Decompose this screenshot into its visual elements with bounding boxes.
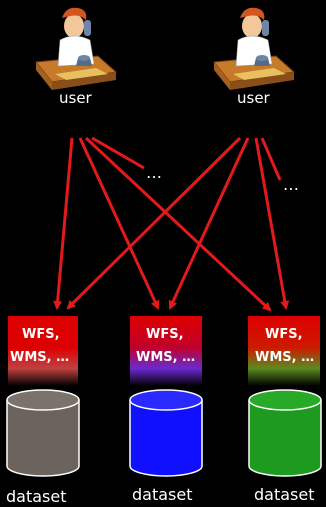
service-line1-3: WFS, xyxy=(265,327,303,342)
user-label-1: user xyxy=(59,89,93,107)
arrow-u1-d1 xyxy=(53,137,74,310)
ellipsis-1: … xyxy=(146,163,162,182)
connection-arrows xyxy=(53,136,290,312)
service-line2-1: WMS, … xyxy=(10,350,69,365)
arrow-u2-d3 xyxy=(254,137,290,310)
service-line1-2: WFS, xyxy=(146,327,184,342)
dataset-label-3: dataset xyxy=(254,485,315,504)
service-line2-3: WMS, … xyxy=(255,350,314,365)
arrow-u1-d2 xyxy=(78,137,160,310)
database-cylinder-1 xyxy=(6,389,80,477)
dataset-label-1: dataset xyxy=(6,487,67,506)
arrow-u1-more xyxy=(91,136,145,170)
service-line1-1: WFS, xyxy=(22,327,60,342)
service-box-3: WFS, WMS, … xyxy=(248,316,320,386)
dataset-label-2: dataset xyxy=(132,485,193,504)
service-line2-2: WMS, … xyxy=(136,350,195,365)
arrow-u2-more xyxy=(260,137,282,181)
arrow-u1-d3 xyxy=(84,136,272,312)
user-icon-1 xyxy=(35,7,118,90)
service-box-1: WFS, WMS, … xyxy=(8,316,78,386)
database-cylinder-3 xyxy=(248,389,322,477)
ellipsis-2: … xyxy=(283,175,299,194)
arrow-u2-d2 xyxy=(168,137,250,310)
user-label-2: user xyxy=(237,89,271,107)
service-box-2: WFS, WMS, … xyxy=(130,316,202,386)
database-cylinder-2 xyxy=(129,389,203,477)
user-icon-2 xyxy=(213,7,296,90)
arrow-u2-d1 xyxy=(66,136,242,310)
